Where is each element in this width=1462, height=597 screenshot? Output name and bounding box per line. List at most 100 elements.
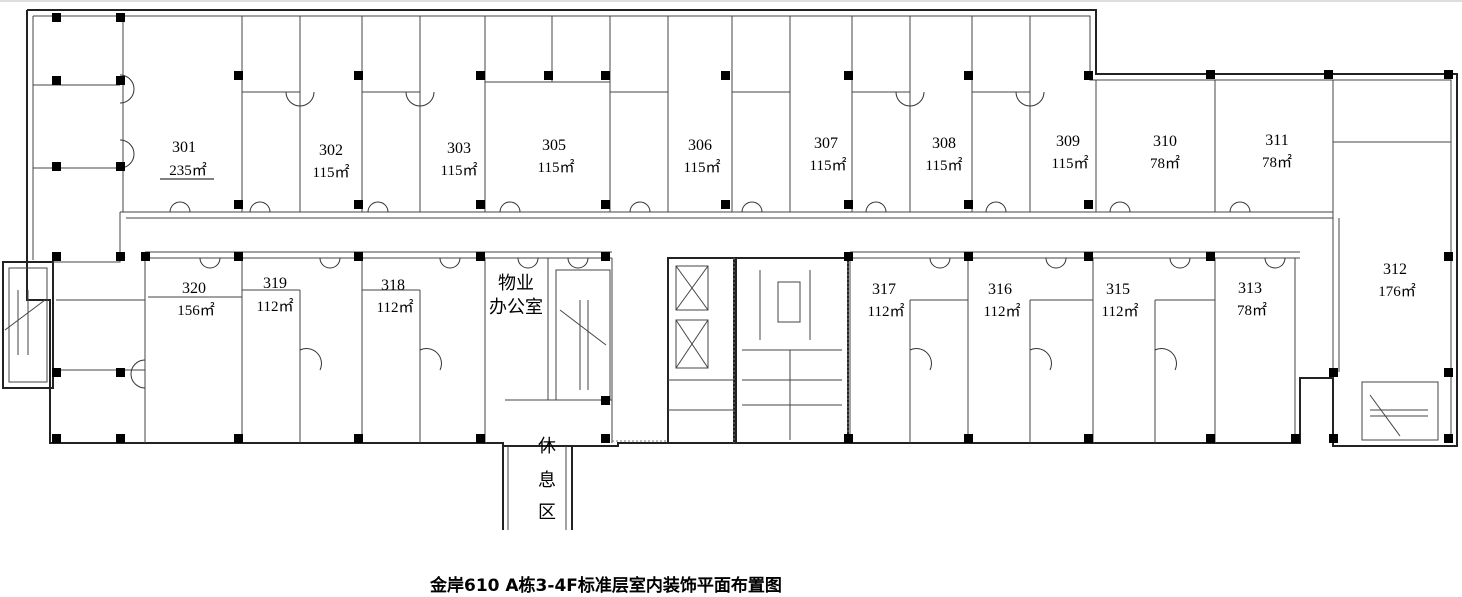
column-36 [964,252,973,261]
column-17 [234,200,243,209]
corridor [53,211,1340,443]
column-40 [116,368,125,377]
room-310-number: 310 [1153,133,1177,150]
room-306-area: 115㎡ [684,159,721,176]
column-27 [1444,70,1453,79]
property-office-label-line1: 物业 [498,273,534,294]
property-office-label-line2: 办公室 [489,297,543,318]
corridor-door-south-4 [567,257,589,269]
room-318-number: 318 [381,277,405,294]
column-19 [476,200,485,209]
corridor-door-north-5 [741,201,763,213]
corridor-door-north-2 [367,201,389,213]
column-9 [964,71,973,80]
column-49 [964,434,973,443]
room-labels: 301 235㎡ 302 115㎡ 303 115㎡ 305 115㎡ 306 … [160,132,1416,523]
room-312-number: 312 [1383,261,1407,278]
corridor-door-south-1 [319,257,341,269]
column-16 [116,252,125,261]
column-14 [116,162,125,171]
room-310-area: 78㎡ [1150,155,1180,172]
room-317-number: 317 [872,281,896,298]
column-10 [1084,71,1093,80]
room-307-number: 307 [814,135,838,152]
room-311-area: 78㎡ [1262,154,1292,171]
column-51 [1206,434,1215,443]
column-47 [601,434,610,443]
room-319-area: 112㎡ [257,298,294,315]
room-312-area: 176㎡ [1378,283,1416,300]
column-52 [1291,434,1300,443]
columns [52,13,1453,443]
column-12 [116,76,125,85]
room-316-number: 316 [988,281,1012,298]
room-303-number: 303 [447,140,471,157]
corridor-door-south-0 [199,257,221,269]
room-320-area: 156㎡ [177,302,215,319]
doors [119,74,1286,389]
corridor-door-south-2 [439,257,461,269]
column-4 [476,71,485,80]
room-316-area: 112㎡ [984,303,1021,320]
corridor-door-north-9 [1229,201,1251,213]
column-32 [354,252,363,261]
column-42 [116,434,125,443]
column-8 [844,71,853,80]
column-44 [354,434,363,443]
corridor-door-south-7 [1169,257,1191,269]
column-54 [1329,434,1338,443]
column-30 [141,252,150,261]
corridor-door-north-0 [169,201,191,213]
column-41 [52,434,61,443]
rest-area-label-3: 区 [538,502,556,523]
column-18 [354,200,363,209]
column-31 [234,252,243,261]
corridor-door-north-3 [499,201,521,213]
room-317-area: 112㎡ [868,303,905,320]
column-38 [1206,252,1215,261]
column-45 [476,434,485,443]
corridor-door-north-7 [985,201,1007,213]
column-22 [844,200,853,209]
corridor-door-north-1 [249,201,271,213]
column-43 [234,434,243,443]
room-318-area: 112㎡ [377,299,414,316]
room-309-number: 309 [1056,133,1080,150]
room-315-number: 315 [1106,281,1130,298]
column-7 [721,71,730,80]
drawing-title: 金岸610 A栋3-4F标准层室内装饰平面布置图 [429,575,782,596]
corridor-door-north-6 [865,201,887,213]
column-46 [601,396,610,405]
hatched-walls [612,258,849,443]
room-313-number: 313 [1238,280,1262,297]
column-5 [544,71,553,80]
column-2 [234,71,243,80]
corridor-door-north-4 [629,201,651,213]
column-34 [601,252,610,261]
column-50 [1084,434,1093,443]
room-305-number: 305 [542,137,566,154]
room-305-area: 115㎡ [538,159,575,176]
room-320-number: 320 [182,280,206,297]
rest-area-label-1: 休 [538,436,556,457]
column-39 [52,368,61,377]
column-11 [52,76,61,85]
room-306-number: 306 [688,137,712,154]
column-26 [1324,70,1333,79]
room-308-area: 115㎡ [926,157,963,174]
column-55 [1444,434,1453,443]
room-301-number: 301 [172,139,196,156]
column-15 [52,252,61,261]
column-21 [721,200,730,209]
column-20 [601,200,610,209]
corridor-door-south-8 [1264,257,1286,269]
column-1 [116,13,125,22]
corridor-door-south-3 [517,257,539,269]
column-29 [1444,368,1453,377]
column-0 [52,13,61,22]
room-307-area: 115㎡ [810,157,847,174]
column-48 [844,434,853,443]
column-33 [476,252,485,261]
corridor-door-north-8 [1109,201,1131,213]
column-6 [601,71,610,80]
